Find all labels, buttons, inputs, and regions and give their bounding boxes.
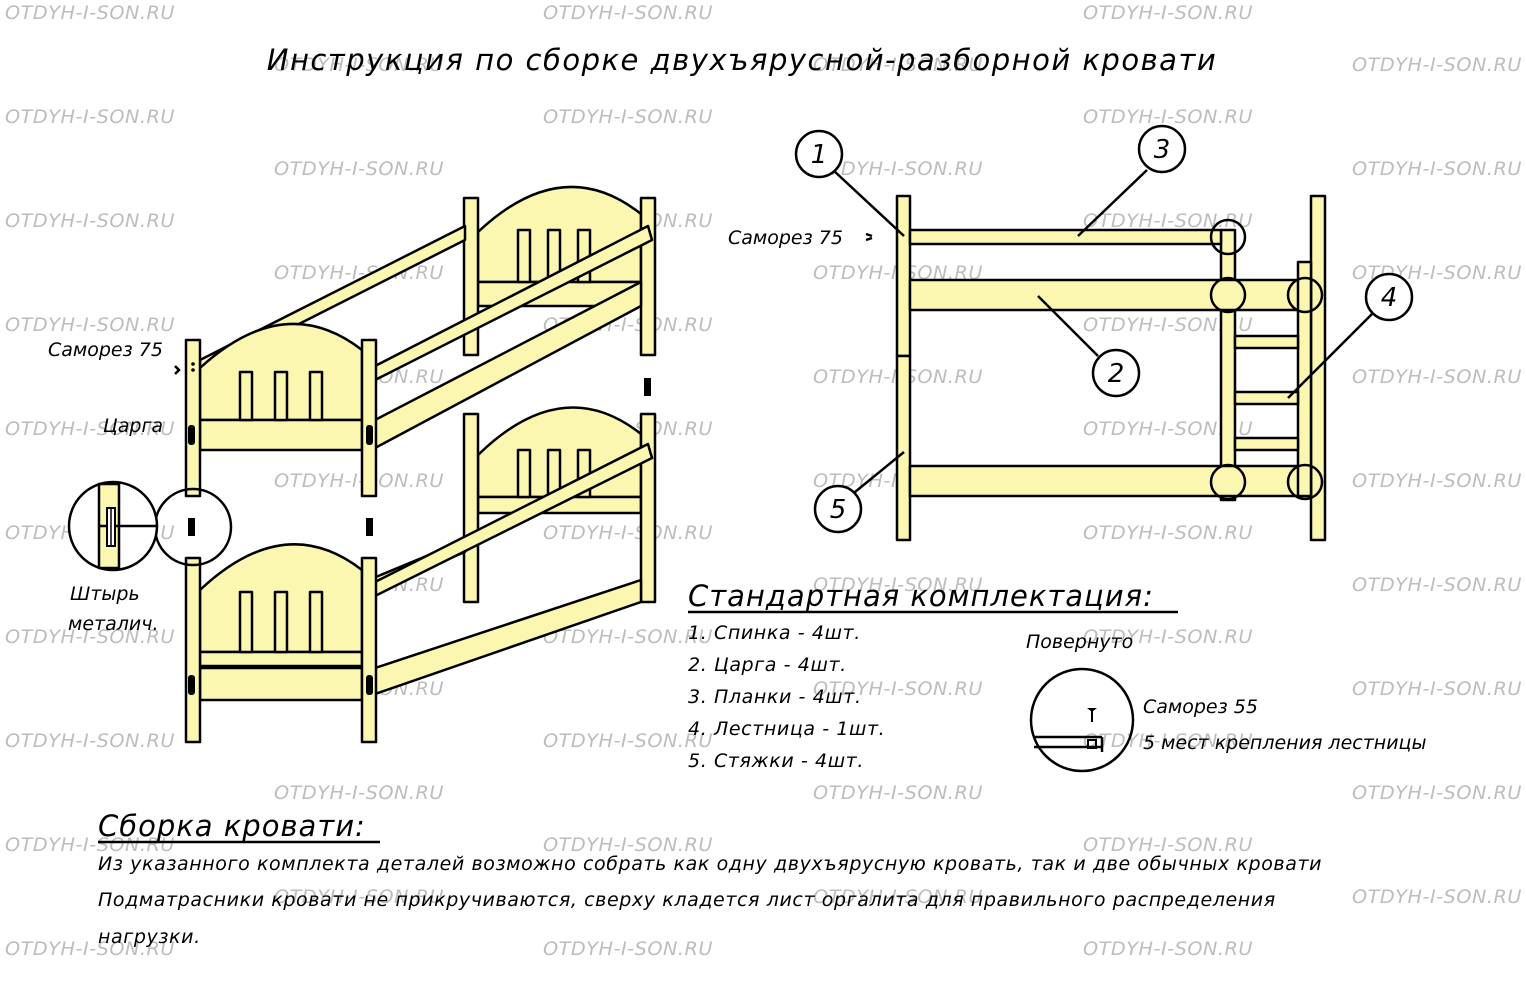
callout-5: 5 xyxy=(813,484,863,534)
screw75-left-label: Саморез 75 xyxy=(48,339,163,361)
page-title: Инструкция по сборке двухъярусной-разбор… xyxy=(267,43,1217,77)
watermark-text: OTDYH-I-SON.RU xyxy=(813,886,983,908)
watermark-text: OTDYH-I-SON.RU xyxy=(5,210,175,232)
ladder-rail xyxy=(1296,260,1313,498)
assembly-line-3: нагрузки. xyxy=(98,926,201,948)
assembly-heading: Сборка кровати: xyxy=(98,809,366,843)
watermark-text: OTDYH-I-SON.RU xyxy=(274,782,444,804)
pin-label-line2: металич. xyxy=(68,613,159,635)
watermark-text: OTDYH-I-SON.RU xyxy=(1352,366,1522,388)
watermark-text: OTDYH-I-SON.RU xyxy=(543,938,713,960)
watermark-text: OTDYH-I-SON.RU xyxy=(543,522,713,544)
svg-text:1: 1 xyxy=(811,140,828,170)
watermark-text: OTDYH-I-SON.RU xyxy=(5,418,175,440)
watermark-text: OTDYH-I-SON.RU xyxy=(5,2,175,24)
watermark-text: OTDYH-I-SON.RU xyxy=(1352,574,1522,596)
pin-label-line1: Штырь xyxy=(70,583,140,605)
svg-text:4: 4 xyxy=(1381,283,1398,313)
watermark-text: OTDYH-I-SON.RU xyxy=(1352,158,1522,180)
kit-item-5: 5. Стяжки - 4шт. xyxy=(688,750,864,772)
watermark-text: OTDYH-I-SON.RU xyxy=(274,54,444,76)
callout-3: 3 xyxy=(1137,124,1187,174)
svg-text:5: 5 xyxy=(830,495,847,525)
ladder-fixing-note: 5 мест крепления лестницы xyxy=(1143,732,1426,754)
watermark-text: OTDYH-I-SON.RU xyxy=(1083,210,1253,232)
kit-item-4: 4. Лестница - 1шт. xyxy=(688,718,885,740)
callout-1: 1 xyxy=(794,129,844,179)
upper-tsarga xyxy=(908,278,1313,312)
lower-tsarga xyxy=(908,464,1313,498)
watermark-text: OTDYH-I-SON.RU xyxy=(5,730,175,752)
watermark-text: OTDYH-I-SON.RU xyxy=(543,2,713,24)
left-post-upper xyxy=(895,194,912,358)
svg-text:3: 3 xyxy=(1154,135,1171,165)
watermark-text: OTDYH-I-SON.RU xyxy=(1083,418,1253,440)
ladder-step-1 xyxy=(1233,334,1300,350)
screw55-label: Саморез 55 xyxy=(1143,696,1258,718)
callout-2: 2 xyxy=(1091,348,1141,398)
kit-section: Стандартная комплектация: 1. Спинка - 4ш… xyxy=(688,579,1178,772)
watermark-text: OTDYH-I-SON.RU xyxy=(1083,834,1253,856)
watermark-text: OTDYH-I-SON.RU xyxy=(1352,678,1522,700)
bunk-bed-side-view: 1 3 2 4 5 Саморез 75 xyxy=(728,124,1414,542)
watermark-text: OTDYH-I-SON.RU xyxy=(5,626,175,648)
watermark-text: OTDYH-I-SON.RU xyxy=(5,314,175,336)
screw75-right-label: Саморез 75 xyxy=(728,227,843,249)
watermark-text: OTDYH-I-SON.RU xyxy=(274,470,444,492)
rotated-detail: Повернуто Саморез 55 5 мест крепления ле… xyxy=(1026,631,1426,773)
watermark-text: OTDYH-I-SON.RU xyxy=(5,938,175,960)
watermark-text: OTDYH-I-SON.RU xyxy=(1083,938,1253,960)
watermark-text: OTDYH-I-SON.RU xyxy=(543,730,713,752)
watermark-text: OTDYH-I-SON.RU xyxy=(274,158,444,180)
kit-item-1: 1. Спинка - 4шт. xyxy=(688,622,861,644)
kit-item-2: 2. Царга - 4шт. xyxy=(688,654,847,676)
watermark-text: OTDYH-I-SON.RU xyxy=(274,886,444,908)
watermark-text: OTDYH-I-SON.RU xyxy=(1352,886,1522,908)
watermark-text: OTDYH-I-SON.RU xyxy=(5,106,175,128)
kit-item-3: 3. Планки - 4шт. xyxy=(688,686,862,708)
watermark-text: OTDYH-I-SON.RU xyxy=(543,106,713,128)
tsarga-label: Царга xyxy=(103,415,163,437)
watermark-text: OTDYH-I-SON.RU xyxy=(543,626,713,648)
watermark-text: OTDYH-I-SON.RU xyxy=(5,834,175,856)
watermark-text: OTDYH-I-SON.RU xyxy=(1352,54,1522,76)
pin-zoom-detail xyxy=(67,480,159,572)
callout-4: 4 xyxy=(1364,272,1414,322)
assembly-line-2: Подматрасники кровати не прикручиваются,… xyxy=(98,889,1276,911)
right-post-front xyxy=(1219,228,1237,502)
top-guard-plank xyxy=(908,228,1223,246)
watermark-text: OTDYH-I-SON.RU xyxy=(813,574,983,596)
watermark-text: OTDYH-I-SON.RU xyxy=(813,678,983,700)
bunk-bed-3d: Саморез 75 Царга Штырь металич. xyxy=(48,185,657,744)
watermark-text: OTDYH-I-SON.RU xyxy=(1083,626,1253,648)
watermark-text: OTDYH-I-SON.RU xyxy=(1352,782,1522,804)
front-upper-headboard xyxy=(184,322,378,498)
rotated-label: Повернуто xyxy=(1026,631,1133,653)
assembly-section: Сборка кровати: Из указанного комплекта … xyxy=(98,809,1322,948)
watermark-text: OTDYH-I-SON.RU xyxy=(543,834,713,856)
watermark-text: OTDYH-I-SON.RU xyxy=(813,782,983,804)
assembly-line-1: Из указанного комплекта деталей возможно… xyxy=(98,853,1322,875)
ladder-step-2 xyxy=(1233,390,1300,406)
watermark-text: OTDYH-I-SON.RU xyxy=(1083,2,1253,24)
watermark-text: OTDYH-I-SON.RU xyxy=(813,158,983,180)
watermark-text: OTDYH-I-SON.RU xyxy=(1083,106,1253,128)
front-lower-headboard xyxy=(184,543,378,744)
watermark-text: OTDYH-I-SON.RU xyxy=(813,54,983,76)
watermark-text: OTDYH-I-SON.RU xyxy=(1083,314,1253,336)
svg-text:2: 2 xyxy=(1108,359,1125,389)
kit-heading: Стандартная комплектация: xyxy=(688,579,1154,613)
watermark-text: OTDYH-I-SON.RU xyxy=(1352,470,1522,492)
ladder-step-3 xyxy=(1233,436,1300,452)
watermark-text: OTDYH-I-SON.RU xyxy=(1083,522,1253,544)
left-post-lower xyxy=(895,354,912,542)
